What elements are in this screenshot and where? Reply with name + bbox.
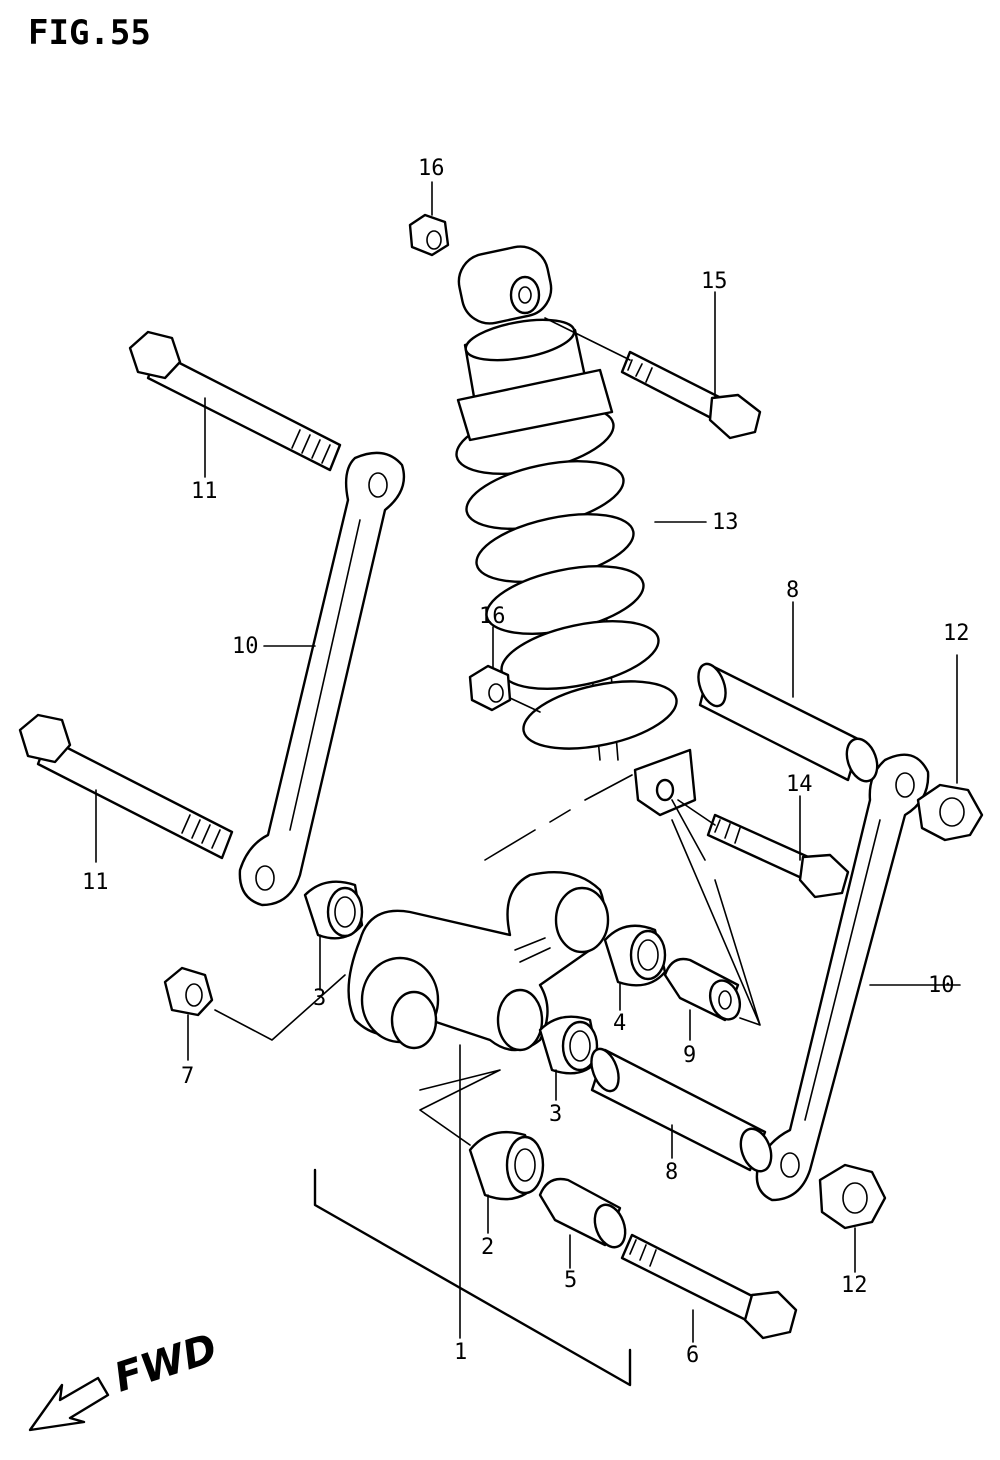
bushing-3-lower <box>538 1015 600 1075</box>
callout-13: 13 <box>712 510 739 535</box>
nut-7 <box>163 966 214 1017</box>
callout-16-lower: 16 <box>479 604 506 629</box>
forward-label: FWD <box>109 1325 223 1401</box>
cushion-rod-10-right <box>755 753 930 1202</box>
callout-10-left: 10 <box>232 634 259 659</box>
bushing-2 <box>468 1131 545 1201</box>
callout-10-right: 10 <box>928 973 955 998</box>
collar-8-lower <box>590 1047 773 1173</box>
callout-8-upper: 8 <box>786 578 799 603</box>
spacer-9 <box>663 957 742 1022</box>
bolt-15 <box>544 317 762 440</box>
cushion-lever-1 <box>347 871 610 1052</box>
callout-2: 2 <box>481 1235 494 1260</box>
nut-12-upper <box>916 783 984 842</box>
collar-8-upper <box>697 662 879 783</box>
nut-16-lower <box>468 664 541 713</box>
callout-6: 6 <box>686 1343 699 1368</box>
callout-5: 5 <box>564 1268 577 1293</box>
callout-12-upper: 12 <box>943 621 970 646</box>
alignment-lines <box>214 774 761 1146</box>
callout-3-upper: 3 <box>313 986 326 1011</box>
callout-7: 7 <box>181 1064 194 1089</box>
callout-labels: 16 15 11 13 10 8 12 16 14 11 3 4 7 9 3 1… <box>82 156 970 1368</box>
forward-arrow-icon <box>28 1376 110 1432</box>
forward-direction-indicator: FWD <box>28 1325 223 1432</box>
nut-12-lower <box>818 1163 887 1230</box>
callout-12-lower: 12 <box>841 1273 868 1298</box>
bolt-6 <box>620 1233 798 1340</box>
callout-1: 1 <box>454 1340 467 1365</box>
callout-3-lower: 3 <box>549 1102 562 1127</box>
callout-8-lower: 8 <box>665 1160 678 1185</box>
leader-lines <box>95 181 961 1343</box>
callout-9: 9 <box>683 1043 696 1068</box>
callout-16-top: 16 <box>418 156 445 181</box>
rear-shock-absorber <box>455 245 697 817</box>
bolt-11-lower <box>18 713 234 860</box>
callout-4: 4 <box>613 1011 626 1036</box>
assembly-bracket <box>313 1168 632 1387</box>
bushing-4 <box>603 924 667 987</box>
callout-15: 15 <box>701 269 728 294</box>
bushing-3-upper <box>303 880 364 940</box>
figure-title: FIG.55 <box>28 13 151 53</box>
callout-14: 14 <box>786 772 813 797</box>
spacer-5 <box>538 1177 627 1249</box>
cushion-rod-10-left <box>238 451 406 907</box>
bolt-11-upper <box>128 330 342 472</box>
bolt-14 <box>677 799 850 899</box>
callout-11-upper: 11 <box>191 479 218 504</box>
callout-11-lower: 11 <box>82 870 109 895</box>
nut-16-top <box>408 213 450 257</box>
